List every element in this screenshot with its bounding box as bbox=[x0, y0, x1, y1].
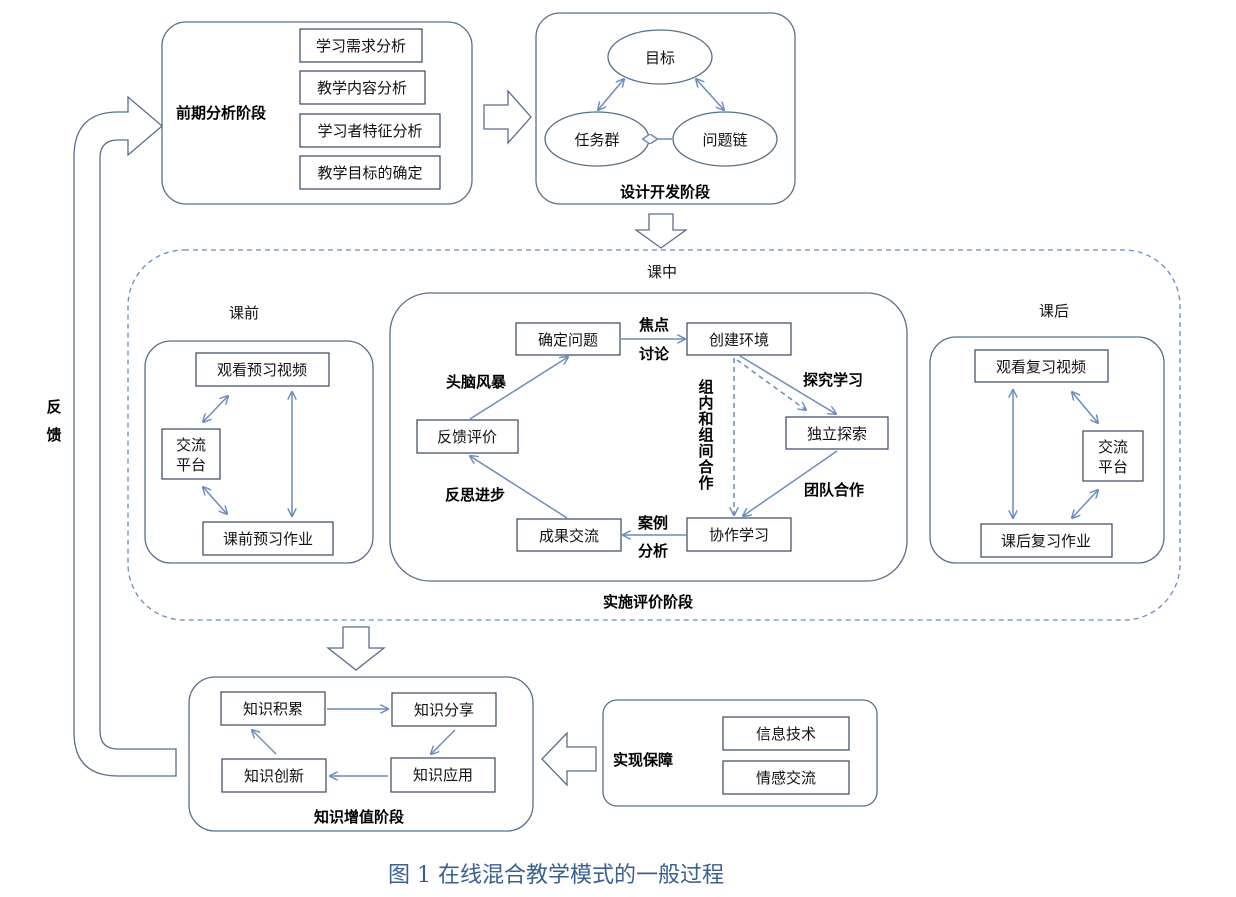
knowledge-apply: 知识应用 bbox=[413, 766, 473, 784]
flow-arrow-to-inclass bbox=[633, 213, 689, 249]
edge-label-reflect: 反思进步 bbox=[445, 486, 505, 504]
post-class-video: 观看复习视频 bbox=[996, 358, 1086, 376]
in-class-region bbox=[127, 249, 1181, 621]
tasks-label: 任务群 bbox=[574, 131, 619, 149]
implementation-stage-title: 实施评价阶段 bbox=[603, 593, 693, 611]
knowledge-accumulate: 知识积累 bbox=[243, 700, 303, 718]
edge-share-to-feedback bbox=[470, 456, 568, 519]
edge-label-case-1: 案例 bbox=[637, 514, 668, 532]
group-cooperation-char: 和 bbox=[698, 410, 713, 428]
pre-analysis-stage: 前期分析阶段 学习需求分析 教学内容分析 学习者特征分析 教学目标的确定 bbox=[161, 21, 473, 205]
feedback-label-1: 反 bbox=[46, 398, 61, 416]
design-stage-title: 设计开发阶段 bbox=[620, 183, 710, 201]
pre-platform-homework-link bbox=[203, 487, 227, 514]
support-item-2: 情感交流 bbox=[756, 769, 816, 787]
feedback-char-2: 馈 bbox=[45, 426, 61, 444]
edge-label-focus-1: 焦点 bbox=[638, 316, 669, 334]
edge-innovate-to-accumulate bbox=[252, 730, 277, 755]
pre-class-platform-2: 平台 bbox=[176, 456, 206, 474]
group-cooperation-char: 间 bbox=[698, 442, 713, 460]
edge-label-group-cooperation: 组内和组间合作 bbox=[697, 378, 714, 492]
design-stage: 目标 任务群 问题链 设计开发阶段 bbox=[535, 12, 796, 205]
knowledge-stage-title: 知识增值阶段 bbox=[314, 808, 404, 826]
goal-problems-link bbox=[696, 79, 724, 110]
post-class-platform-2: 平台 bbox=[1098, 458, 1128, 476]
knowledge-share: 知识分享 bbox=[414, 701, 474, 719]
edge-share-to-apply bbox=[431, 729, 456, 754]
node-feedback-evaluation: 反馈评价 bbox=[437, 428, 497, 446]
group-cooperation-char: 内 bbox=[698, 394, 713, 412]
pre-analysis-item-4: 教学目标的确定 bbox=[317, 164, 422, 182]
node-result-sharing: 成果交流 bbox=[539, 527, 599, 545]
support-item-1: 信息技术 bbox=[756, 725, 816, 743]
goal-ellipse bbox=[607, 29, 713, 85]
goal-tasks-link bbox=[598, 79, 624, 110]
post-platform-homework-link bbox=[1072, 490, 1098, 518]
group-cooperation-char: 组 bbox=[698, 426, 713, 444]
support-stage: 实现保障 信息技术 情感交流 bbox=[602, 699, 878, 807]
implementation-panel: 确定问题 创建环境 独立探索 协作学习 成果交流 反馈评价 焦点 讨论 探究学习… bbox=[389, 292, 908, 611]
edge-label-focus-2: 讨论 bbox=[639, 345, 670, 363]
figure-caption: 图 1 在线混合教学模式的一般过程 bbox=[388, 863, 724, 888]
group-cooperation-char: 组 bbox=[698, 378, 713, 396]
edge-feedback-to-define bbox=[469, 357, 568, 420]
pre-class-panel: 观看预习视频 交流 平台 课前预习作业 bbox=[144, 340, 374, 564]
edge-label-case-2: 分析 bbox=[638, 542, 668, 560]
pre-class-platform-1: 交流 bbox=[176, 436, 206, 454]
node-independent-explore: 独立探索 bbox=[807, 425, 867, 443]
edge-label-inquiry: 探究学习 bbox=[803, 371, 863, 389]
goal-label: 目标 bbox=[645, 49, 675, 67]
post-class-platform-1: 交流 bbox=[1098, 438, 1128, 456]
flow-arrow-to-design bbox=[483, 89, 532, 145]
edge-create-to-independent bbox=[739, 355, 836, 414]
knowledge-innovate: 知识创新 bbox=[244, 767, 304, 785]
pre-analysis-item-2: 教学内容分析 bbox=[317, 79, 407, 97]
flow-arrow-to-knowledge bbox=[326, 626, 386, 671]
pre-analysis-item-1: 学习需求分析 bbox=[316, 37, 406, 55]
pre-video-platform-link bbox=[203, 396, 228, 422]
post-class-label: 课后 bbox=[1039, 302, 1069, 320]
group-cooperation-char: 作 bbox=[698, 474, 713, 492]
support-title: 实现保障 bbox=[613, 751, 673, 769]
node-define-problem: 确定问题 bbox=[538, 331, 598, 349]
problems-ellipse bbox=[672, 111, 778, 167]
in-class-label: 课中 bbox=[647, 263, 677, 281]
pre-class-video: 观看预习视频 bbox=[217, 361, 307, 379]
edge-independent-to-collab bbox=[743, 450, 838, 516]
feedback-label-2: 馈 bbox=[45, 426, 61, 444]
post-class-homework: 课后复习作业 bbox=[1001, 532, 1091, 550]
pre-class-label: 课前 bbox=[229, 304, 259, 322]
pre-analysis-title: 前期分析阶段 bbox=[176, 104, 266, 122]
knowledge-stage: 知识积累 知识分享 知识应用 知识创新 知识增值阶段 bbox=[188, 676, 534, 832]
flow-arrow-from-support bbox=[541, 731, 597, 787]
node-collaborative-learning: 协作学习 bbox=[709, 526, 769, 544]
feedback-loop-arrow bbox=[73, 95, 177, 777]
problems-label: 问题链 bbox=[702, 131, 747, 149]
pre-class-homework: 课前预习作业 bbox=[223, 530, 313, 548]
edge-label-brainstorm: 头脑风暴 bbox=[446, 373, 507, 391]
feedback-char-1: 反 bbox=[46, 398, 61, 416]
pre-analysis-item-3: 学习者特征分析 bbox=[317, 122, 422, 140]
group-cooperation-char: 合 bbox=[697, 458, 714, 476]
post-video-platform-link bbox=[1072, 392, 1098, 423]
edge-label-team: 团队合作 bbox=[804, 481, 864, 499]
node-create-environment: 创建环境 bbox=[709, 331, 769, 349]
post-class-panel: 观看复习视频 交流 平台 课后复习作业 bbox=[929, 336, 1165, 564]
